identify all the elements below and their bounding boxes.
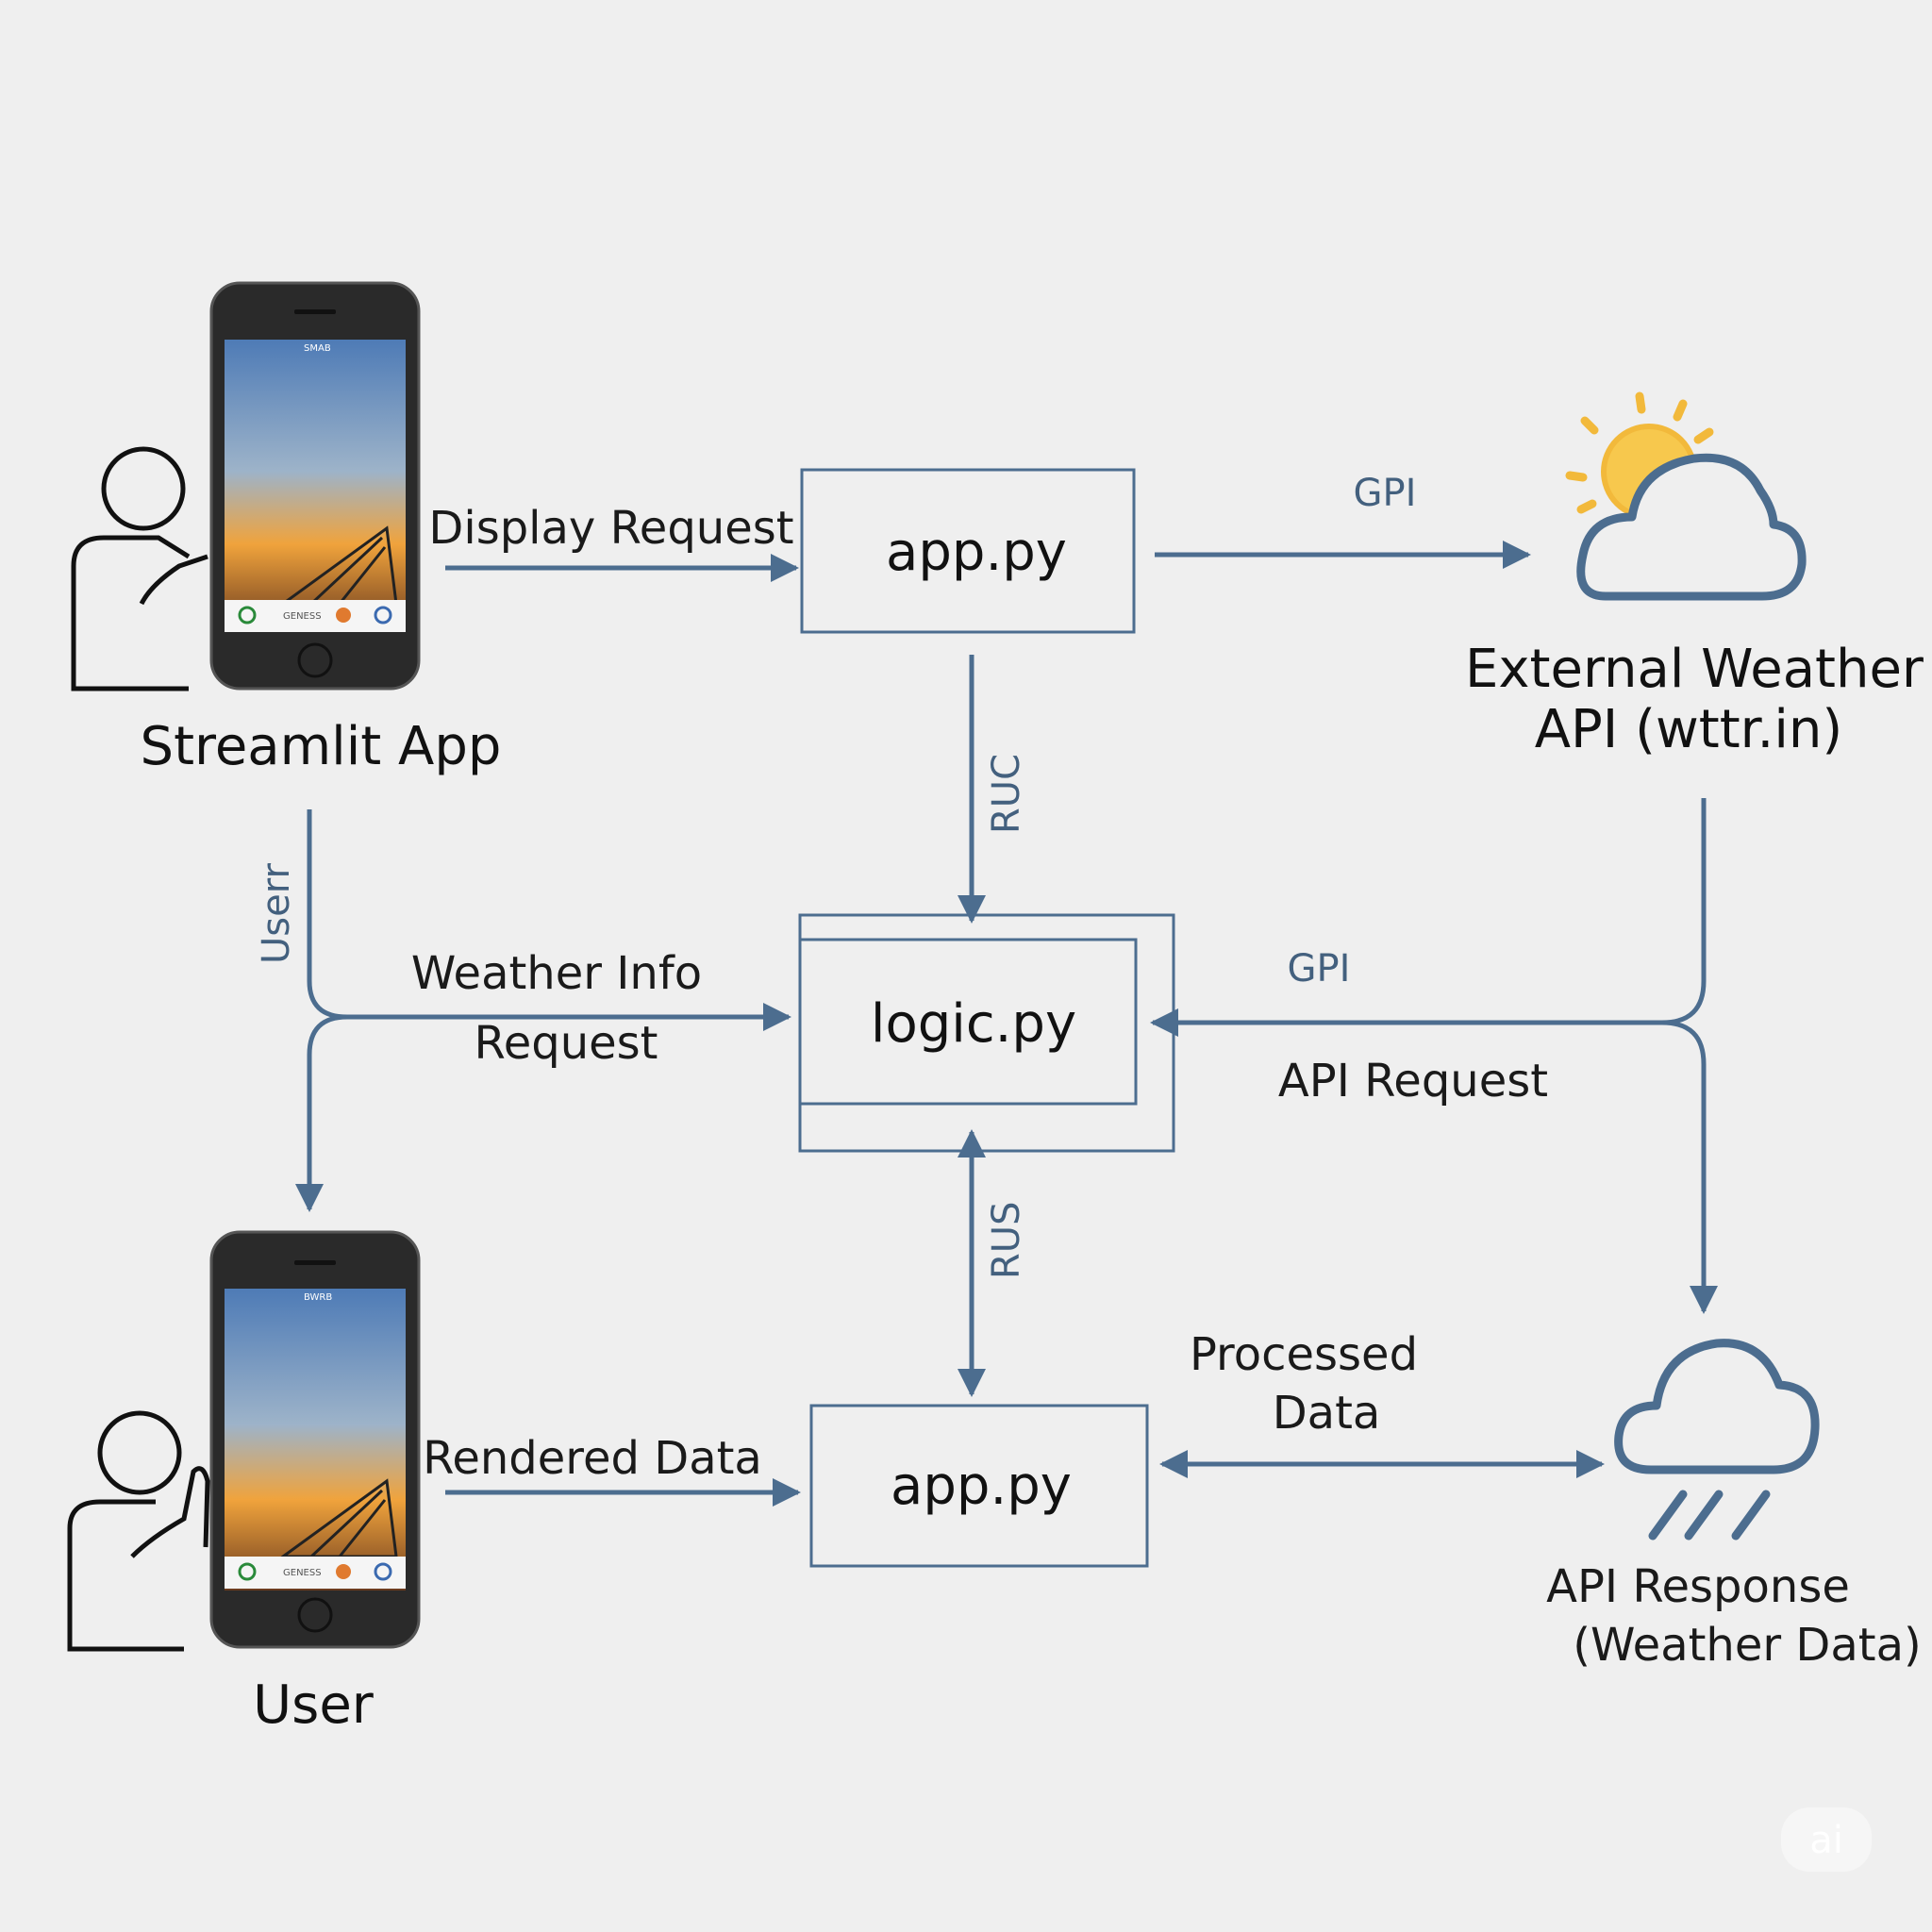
person-icon	[67, 1410, 210, 1652]
api-response-caption-1: API Response	[1546, 1560, 1850, 1613]
phone-icon: GENESS SMAB	[209, 281, 421, 691]
cloud-icon	[1576, 453, 1807, 601]
phone-icon: GENESS BWRB	[209, 1230, 421, 1649]
api-response-node: API Response (Weather Data)	[1546, 1339, 1922, 1672]
display-request-label: Display Request	[428, 502, 793, 555]
phone-status-text: BWRB	[304, 1292, 332, 1303]
app-py-bottom-label: app.py	[891, 1456, 1072, 1517]
api-response-caption-2: (Weather Data)	[1573, 1619, 1921, 1672]
ruc-label: RUC	[985, 754, 1028, 834]
app-py-bottom-box: app.py	[809, 1404, 1149, 1568]
watermark-text: ai	[1809, 1819, 1843, 1862]
rain-cloud-icon	[1614, 1339, 1820, 1474]
processed-data-label-2: Data	[1273, 1387, 1381, 1440]
person-icon	[71, 446, 208, 691]
gpi-mid-label: GPI	[1288, 947, 1351, 991]
streamlit-app-caption: Streamlit App	[141, 716, 502, 777]
phone-status-text: SMAB	[304, 343, 331, 354]
app-py-top-label: app.py	[886, 522, 1067, 583]
streamlit-app-node: GENESS SMAB Streamlit App	[71, 281, 502, 777]
gpi-top-label: GPI	[1354, 472, 1417, 515]
weather-info-label-2: Request	[475, 1017, 658, 1070]
app-py-top-box: app.py	[800, 468, 1136, 634]
phone-app-label: GENESS	[283, 1568, 322, 1578]
phone-app-label: GENESS	[283, 611, 322, 622]
user-node: GENESS BWRB User	[67, 1230, 421, 1736]
processed-data-label-1: Processed	[1190, 1328, 1418, 1381]
user-caption: User	[253, 1674, 375, 1736]
rus-label: RUS	[985, 1202, 1028, 1279]
weather-info-label-1: Weather Info	[411, 947, 702, 1000]
external-to-response-arrow	[1661, 1020, 1718, 1314]
watermark: ai	[1781, 1807, 1872, 1872]
rain-drops-icon	[1648, 1490, 1771, 1541]
api-request-label: API Request	[1278, 1055, 1548, 1108]
external-weather-api-node: External Weather API (wttr.in)	[1465, 391, 1924, 760]
logic-py-box: logic.py	[798, 913, 1175, 1153]
logic-py-label: logic.py	[871, 993, 1076, 1055]
rendered-data-label: Rendered Data	[423, 1432, 762, 1485]
external-api-caption-1: External Weather	[1465, 639, 1924, 700]
external-api-caption-2: API (wttr.in)	[1535, 699, 1843, 760]
userr-label: Userr	[255, 863, 298, 964]
userr-arrow	[295, 1014, 348, 1212]
connectors	[295, 541, 1718, 1507]
api-request-arrow	[1150, 798, 1707, 1037]
